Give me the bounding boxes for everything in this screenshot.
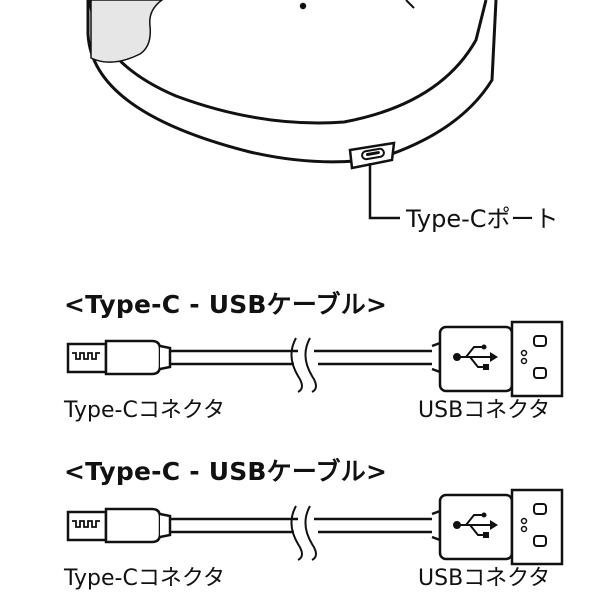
cable-break-icon — [290, 337, 303, 393]
charging-pad-shade — [90, 0, 164, 63]
port-label: Type-Cポート — [406, 205, 559, 233]
cable-title: <Type-C - USBケーブル> — [64, 290, 388, 319]
cable-illustration-2 — [66, 488, 564, 566]
indicator-dot — [299, 2, 307, 10]
port-leader-line — [368, 163, 400, 220]
cable-break-icon — [290, 505, 303, 561]
pad-top-mark — [405, 0, 415, 9]
usb-connector-label: USBコネクタ — [418, 566, 551, 591]
usb-connector-label: USBコネクタ — [418, 398, 551, 423]
usb-symbol-icon — [453, 512, 498, 538]
charging-pad-body — [86, 0, 498, 164]
typec-connector-label: Type-Cコネクタ — [64, 566, 225, 591]
typec-connector-label: Type-Cコネクタ — [64, 398, 225, 423]
usb-symbol-icon — [453, 344, 498, 370]
typec-port-icon — [348, 141, 396, 170]
cable-illustration-1 — [66, 320, 564, 398]
cable-title: <Type-C - USBケーブル> — [64, 457, 388, 486]
